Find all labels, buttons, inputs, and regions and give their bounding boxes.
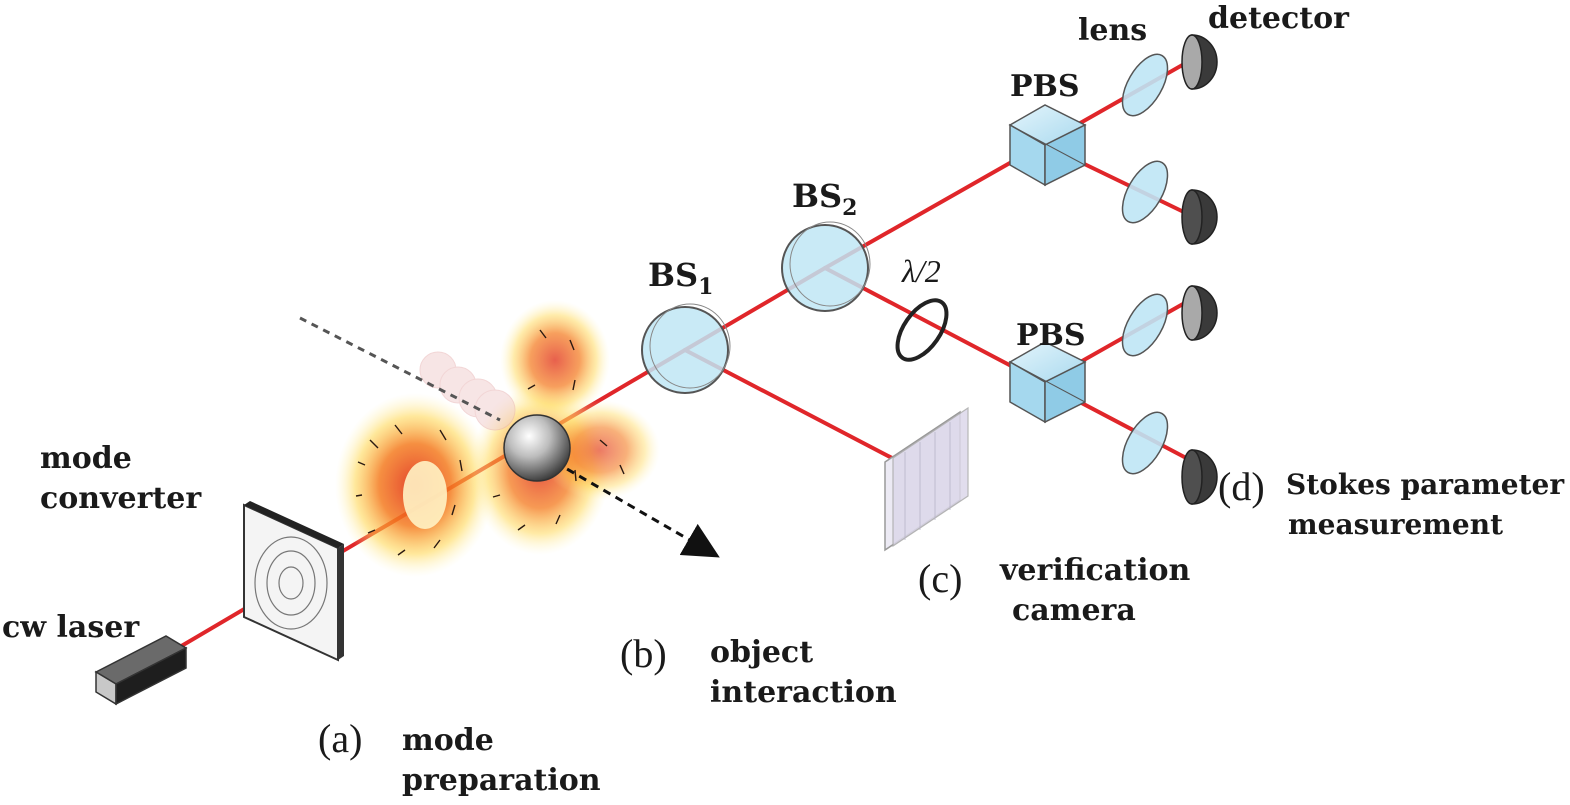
label-mode-converter-line2: converter (40, 481, 202, 516)
pbs-cube-bottom (1008, 341, 1087, 424)
beam-splitter-bs1 (641, 303, 731, 394)
detector-4 (1181, 449, 1218, 505)
mode-converter-plate (243, 501, 344, 662)
label-half-wave: λ/2 (901, 253, 941, 289)
stage-d-text-line2: measurement (1288, 508, 1503, 541)
stage-c-tag: (c) (918, 556, 962, 601)
label-bs2: BS2 (792, 177, 857, 221)
stage-c-text-line1: verification (999, 553, 1191, 588)
stage-c-text-line2: camera (1012, 593, 1136, 628)
stage-d-tag: (d) (1218, 464, 1265, 509)
lens-set (1121, 53, 1169, 475)
label-pbs-bottom: PBS (1016, 318, 1086, 353)
label-lens: lens (1078, 13, 1147, 48)
detector-3 (1181, 285, 1218, 341)
verification-camera (884, 406, 969, 552)
stage-b-tag: (b) (620, 631, 667, 676)
stage-d-text-line1: Stokes parameter (1286, 468, 1565, 501)
stage-a-text-line1: mode (402, 723, 494, 758)
label-pbs-top: PBS (1010, 69, 1080, 104)
label-detector: detector (1208, 1, 1350, 36)
half-wave-plate (895, 298, 949, 362)
pbs-cube-top (1008, 104, 1087, 187)
stage-a-text-line2: preparation (402, 763, 601, 798)
stage-b-text-line1: object (710, 635, 813, 670)
detector-1 (1181, 34, 1218, 90)
vector-beam-field (335, 300, 660, 577)
beam-splitter-bs2 (781, 221, 871, 312)
label-bs1: BS1 (648, 256, 713, 300)
object-sphere (503, 414, 571, 482)
detector-set (1181, 34, 1218, 505)
label-cw-laser: cw laser (2, 610, 140, 645)
detector-2 (1181, 189, 1218, 245)
cw-laser-device (94, 635, 188, 706)
stage-b-text-line2: interaction (710, 675, 897, 710)
object-trajectory-arrow (299, 316, 720, 558)
stage-a-tag: (a) (318, 716, 362, 761)
label-mode-converter-line1: mode (40, 441, 132, 476)
